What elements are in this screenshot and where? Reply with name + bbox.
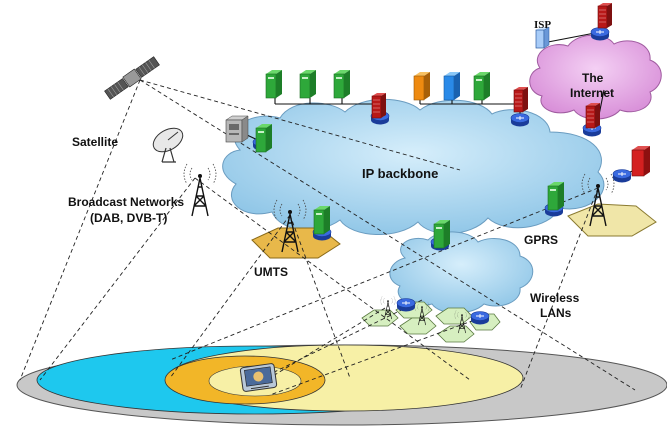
broadcast-networks-label: Broadcast Networks — [68, 195, 184, 209]
coverage-ellipses — [16, 344, 667, 426]
satellite-dish-icon — [152, 127, 184, 163]
coverage-lines — [19, 79, 636, 396]
isp-label: ISP — [534, 19, 551, 31]
internet-label-line1: The — [582, 71, 604, 85]
isp-server-icon — [535, 26, 550, 49]
broadcast-networks-sublabel: (DAB, DVB-T) — [90, 211, 167, 225]
gprs-cell — [567, 203, 657, 237]
satellite-label: Satellite — [72, 135, 118, 149]
mobile-terminal-icon — [239, 363, 278, 392]
internet-label-line2: Internet — [570, 86, 614, 100]
gprs-label: GPRS — [524, 233, 558, 247]
ip-backbone-label: IP backbone — [362, 166, 438, 181]
ip-backbone-cloud — [222, 98, 605, 235]
umts-label: UMTS — [254, 265, 288, 279]
satellite-icon — [104, 56, 160, 100]
wireless-lans-label-line1: Wireless — [530, 291, 580, 305]
broadcast-tower-icon — [183, 163, 217, 217]
wireless-lans-label-line2: LANs — [540, 306, 572, 320]
internet-cloud — [529, 34, 662, 120]
broadcast-server-icon — [225, 115, 249, 143]
firewall-icons — [371, 2, 650, 177]
